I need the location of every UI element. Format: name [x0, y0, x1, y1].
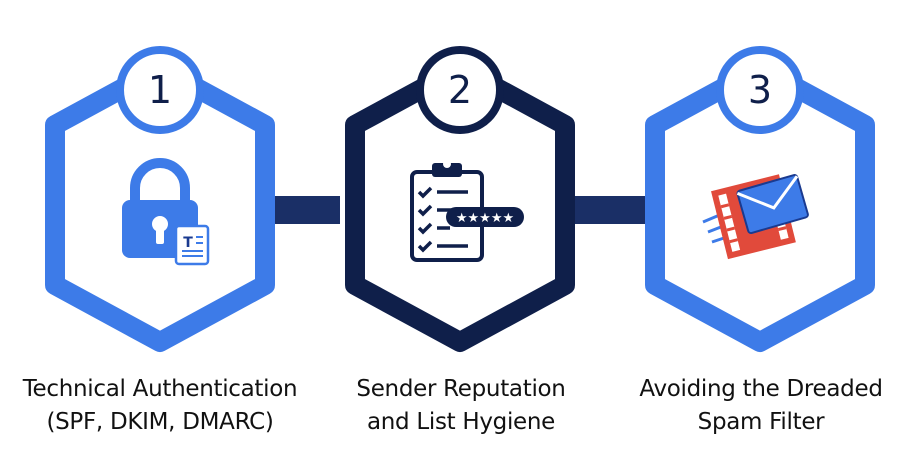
step-1-label: Technical Authentication (SPF, DKIM, DMA… — [0, 373, 320, 439]
step-2-hexagon: 2 ★★★★★ — [345, 46, 575, 352]
step-1-hexagon: 1 T — [45, 46, 275, 352]
step-2-label-line2: and List Hygiene — [366, 409, 556, 435]
checklist-rating-icon: ★★★★★ — [410, 160, 524, 262]
step-1-number: 1 — [148, 68, 172, 112]
svg-text:★★★★★: ★★★★★ — [456, 211, 514, 226]
envelope-filter-icon — [702, 174, 809, 260]
step-1-badge — [116, 46, 204, 134]
step-2-label-line1: Sender Reputation — [356, 376, 566, 402]
padlock-document-icon: T — [122, 158, 210, 266]
svg-text:T: T — [183, 235, 193, 251]
step-3-label-line2: Spam Filter — [697, 409, 825, 435]
step-1-label-line2: (SPF, DKIM, DMARC) — [46, 409, 274, 435]
step-2-number: 2 — [448, 68, 472, 112]
step-3-label-line1: Avoiding the Dreaded — [639, 376, 883, 402]
step-1-label-line1: Technical Authentication — [22, 376, 298, 402]
step-3-hexagon: 3 — [645, 46, 875, 352]
step-3-label: Avoiding the Dreaded Spam Filter — [601, 373, 920, 439]
connector-2-3 — [575, 196, 645, 224]
connector-1-2 — [270, 196, 340, 224]
step-2-badge — [416, 46, 504, 134]
step-3-number: 3 — [748, 68, 772, 112]
step-3-badge — [716, 46, 804, 134]
step-2-label: Sender Reputation and List Hygiene — [301, 373, 621, 439]
